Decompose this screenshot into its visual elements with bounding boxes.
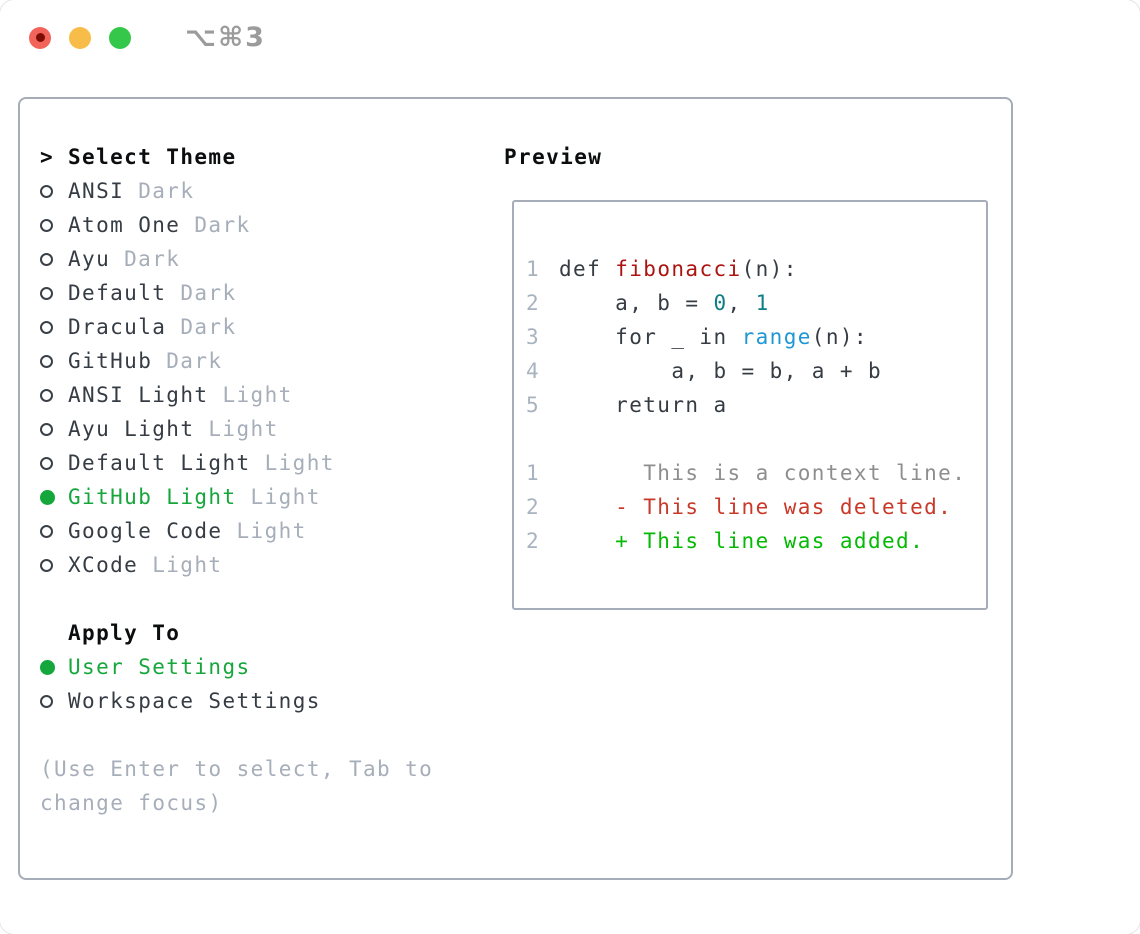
theme-option[interactable]: GitHub Dark [40,344,504,378]
radio-unselected-icon [40,388,68,402]
radio-unselected-icon [40,456,68,470]
preview-title: Preview [504,145,603,169]
radio-unselected-icon [40,252,68,266]
select-theme-header: > Select Theme [40,140,504,174]
theme-option[interactable]: Default Dark [40,276,504,310]
line-number: 1 [526,461,541,485]
minimize-button[interactable] [69,26,91,49]
blank-line [526,422,986,456]
line-number: 2 [526,291,541,315]
code-line: 4 a, b = b, a + b [526,354,986,388]
theme-name: Ayu [68,247,111,271]
help-text: (Use Enter to select, Tab to change focu… [40,757,434,815]
theme-variant: Dark [180,315,237,339]
focus-arrow-icon: > [40,145,55,169]
theme-variant: Dark [166,349,223,373]
line-number: 1 [526,257,541,281]
theme-option[interactable]: Atom One Dark [40,208,504,242]
line-number: 5 [526,393,541,417]
close-dot-icon [35,33,45,42]
theme-option[interactable]: Google Code Light [40,514,504,548]
theme-variant: Light [250,485,321,509]
diff-line-context: 1 This is a context line. [526,456,986,490]
radio-unselected-icon [40,694,68,708]
apply-to-header: Apply To [40,616,504,650]
theme-name: XCode [68,553,139,577]
theme-name: Atom One [68,213,181,237]
theme-name: Dracula [68,315,167,339]
line-number: 3 [526,325,541,349]
theme-name: GitHub Light [68,485,237,509]
theme-variant: Light [236,519,307,543]
radio-unselected-icon [40,354,68,368]
theme-variant: Light [208,417,279,441]
theme-name: ANSI [68,179,125,203]
diff-line-deleted: 2 - This line was deleted. [526,490,986,524]
theme-variant: Dark [180,281,237,305]
line-number: 4 [526,359,541,383]
radio-unselected-icon [40,218,68,232]
apply-option-label: User Settings [68,655,251,679]
theme-name: ANSI Light [68,383,209,407]
radio-unselected-icon [40,320,68,334]
apply-option-label: Workspace Settings [68,689,321,713]
code-line: 5 return a [526,388,986,422]
line-number: 2 [526,529,541,553]
theme-variant: Light [152,553,223,577]
code-line: 2 a, b = 0, 1 [526,286,986,320]
theme-option[interactable]: Default Light Light [40,446,504,480]
theme-option[interactable]: Dracula Dark [40,310,504,344]
radio-unselected-icon [40,524,68,538]
theme-name: Default Light [68,451,251,475]
radio-selected-icon [40,489,68,505]
line-number: 2 [526,495,541,519]
radio-selected-icon [40,659,68,675]
apply-to-title: Apply To [68,621,181,645]
theme-option[interactable]: Ayu Dark [40,242,504,276]
theme-option[interactable]: GitHub Light Light [40,480,504,514]
theme-option[interactable]: Ayu Light Light [40,412,504,446]
titlebar: ⌥⌘3 [0,0,1140,75]
theme-variant: Dark [124,247,181,271]
theme-option[interactable]: ANSI Light Light [40,378,504,412]
radio-unselected-icon [40,422,68,436]
theme-variant: Light [264,451,335,475]
theme-option[interactable]: ANSI Dark [40,174,504,208]
diff-line-added: 2 + This line was added. [526,524,986,558]
select-theme-title: Select Theme [68,145,237,169]
radio-unselected-icon [40,558,68,572]
theme-variant: Light [222,383,293,407]
radio-unselected-icon [40,286,68,300]
theme-name: Google Code [68,519,223,543]
spacer [40,582,504,616]
radio-unselected-icon [40,184,68,198]
window-title: ⌥⌘3 [185,22,266,53]
zoom-button[interactable] [109,26,131,49]
theme-name: Ayu Light [68,417,195,441]
theme-option[interactable]: XCode Light [40,548,504,582]
theme-variant: Dark [138,179,195,203]
theme-variant: Dark [194,213,251,237]
apply-option[interactable]: Workspace Settings [40,684,504,718]
apply-option[interactable]: User Settings [40,650,504,684]
close-button[interactable] [29,26,51,49]
code-line: 3 for _ in range(n): [526,320,986,354]
theme-name: Default [68,281,167,305]
diff-preview: 1 This is a context line.2 - This line w… [526,456,986,558]
theme-name: GitHub [68,349,153,373]
